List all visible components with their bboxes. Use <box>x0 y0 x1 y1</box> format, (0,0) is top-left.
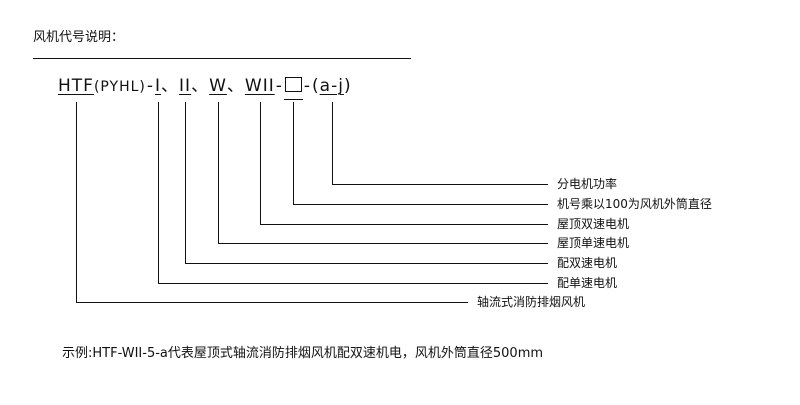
heading: 风机代号说明： <box>33 30 125 45</box>
connector-line <box>158 102 548 284</box>
connector-line <box>260 102 548 225</box>
code-dash: - <box>146 76 155 96</box>
code-paren-close: ) <box>343 76 352 96</box>
code-paren-open: ( <box>312 76 320 96</box>
code-separator: 、 <box>191 76 210 96</box>
code-seg-w: W <box>209 76 227 96</box>
legend-item: 配单速电机 <box>557 276 618 290</box>
legend-item: 屋顶双速电机 <box>557 217 630 231</box>
code-range: a-j <box>319 76 344 96</box>
connector-line <box>185 102 548 264</box>
legend-item: 轴流式消防排烟风机 <box>477 295 586 309</box>
legend-item: 机号乘以100为风机外筒直径 <box>557 197 712 211</box>
code-separator: 、 <box>226 76 245 96</box>
heading-rule <box>33 58 411 59</box>
connector-line <box>76 102 468 303</box>
code-dash: - <box>275 76 283 96</box>
code-prefix: HTF <box>58 76 94 96</box>
code-seg-wii: WII <box>244 76 275 96</box>
code-seg-ii: II <box>179 76 192 96</box>
connector-line <box>293 102 548 205</box>
connector-line <box>332 102 548 185</box>
legend-item: 分电机功率 <box>557 177 618 191</box>
fan-code: HTF (PYHL) - I 、 II 、 W 、 WII - - ( a-j … <box>58 74 352 100</box>
legend-item: 配双速电机 <box>557 256 618 270</box>
code-paren-model: (PYHL) <box>93 79 146 95</box>
code-dash: - <box>303 76 312 96</box>
placeholder-box-icon <box>284 77 302 92</box>
legend-item: 屋顶单速电机 <box>557 236 630 250</box>
code-seg-i: I <box>155 76 162 96</box>
connector-line <box>218 102 548 244</box>
code-separator: 、 <box>161 76 180 96</box>
code-machine-number-box <box>283 74 303 100</box>
example-text: 示例:HTF-WII-5-a代表屋顶式轴流消防排烟风机配双速机电，风机外筒直径5… <box>62 346 544 361</box>
